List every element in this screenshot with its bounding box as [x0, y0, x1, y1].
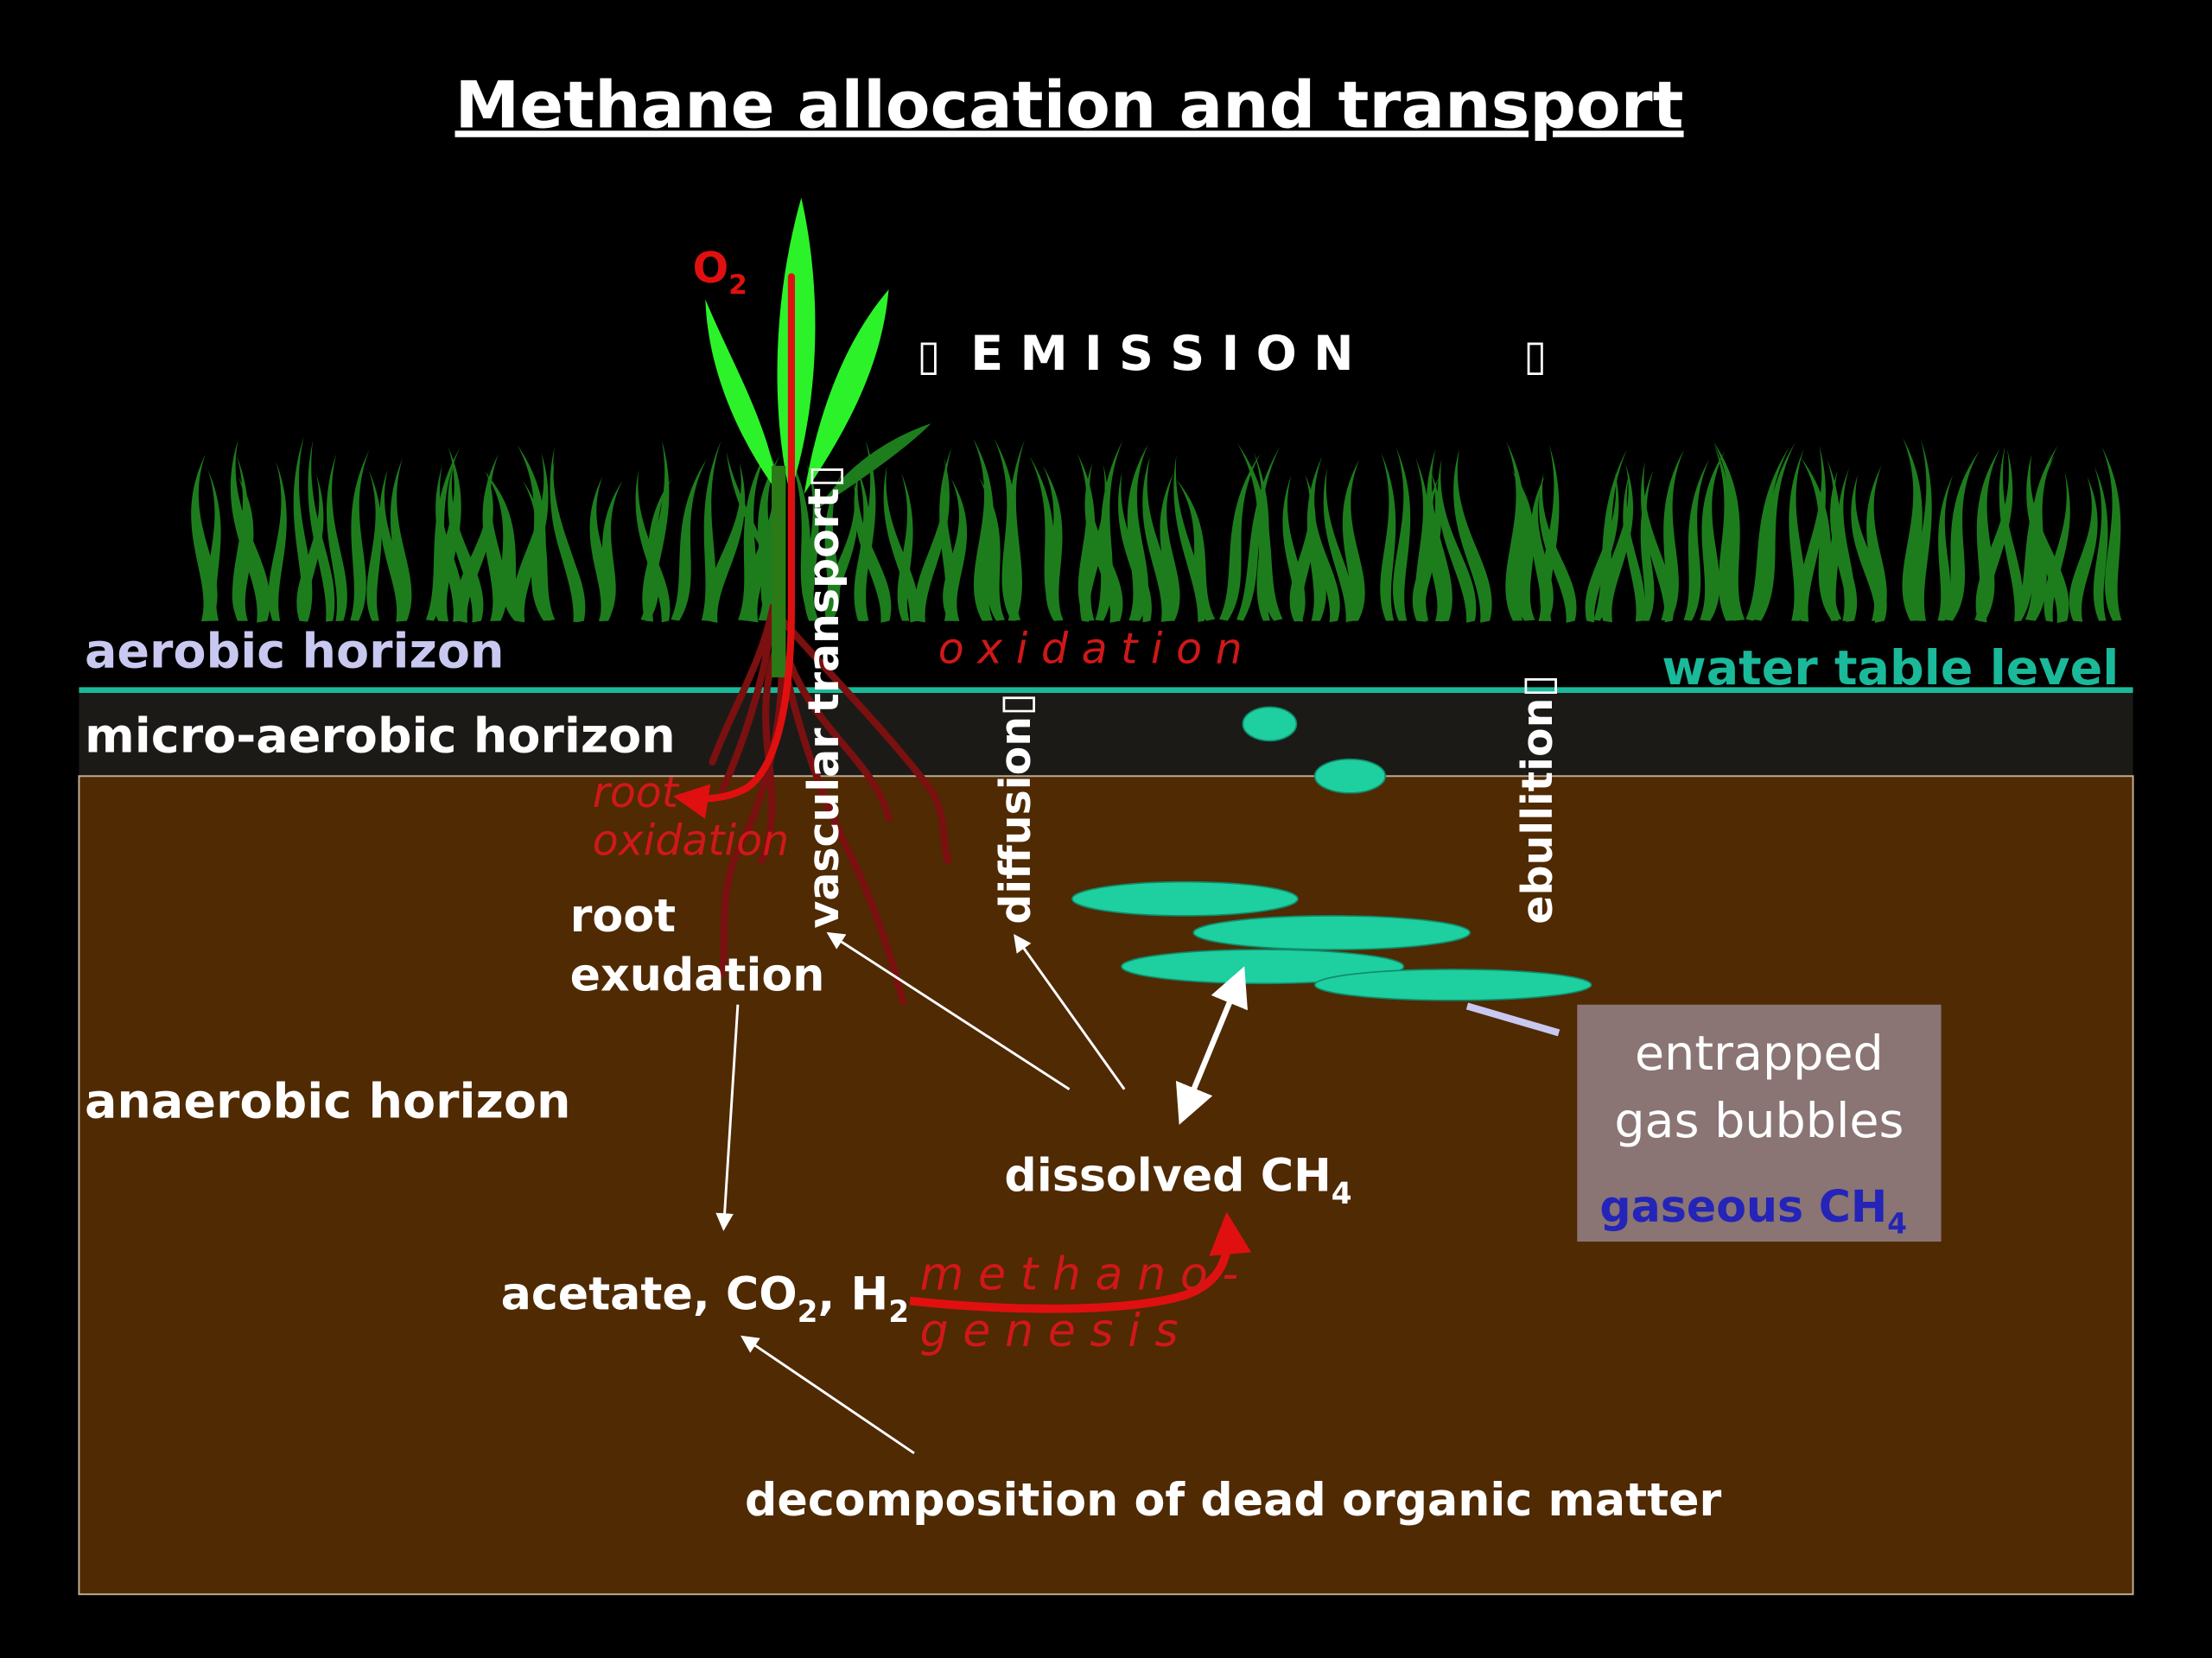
arrow-decomposition-to-acetate — [741, 1335, 915, 1455]
o2-transport-arrow — [672, 273, 795, 819]
dissolved-ch4-base: dissolved CH — [1004, 1150, 1331, 1202]
bubble-large-2 — [1192, 915, 1471, 950]
acetate-part-b: , H — [817, 1268, 888, 1320]
methanogenesis-label-1: m e t h a n o - — [919, 1249, 1238, 1301]
root-exudation-label-1: root — [570, 891, 677, 943]
root-exudation-label-2: exudation — [570, 950, 825, 1001]
gaseous-ch4-base: gaseous CH — [1599, 1181, 1887, 1232]
bubble-large-4 — [1313, 969, 1592, 1001]
o2-sub: 2 — [728, 270, 747, 301]
micro-aerobic-band — [79, 691, 2133, 777]
acetate-part-a: acetate, CO — [501, 1268, 798, 1320]
arrow-to-diffusion — [1014, 934, 1126, 1090]
emission-left-marker: ▯ — [917, 331, 940, 380]
emission-label: E M I S S I O N — [970, 326, 1353, 382]
water-table-label: water table level — [1662, 640, 2119, 696]
arrow-to-vascular — [826, 931, 1071, 1090]
methanogenesis-label-2: g e n e s i s — [919, 1305, 1178, 1357]
bubble-large-1 — [1071, 880, 1299, 917]
ebullition-label: ebullition▯ — [1513, 675, 1562, 924]
arrow-dissolved-bubbles — [1175, 966, 1248, 1125]
entrapped-label-1: entrapped — [1635, 1026, 1884, 1082]
aerobic-horizon-label: aerobic horizon — [85, 624, 505, 680]
gaseous-ch4-sub: 4 — [1887, 1207, 1907, 1240]
methanogenesis-arrow — [909, 1211, 1252, 1313]
roots — [709, 603, 952, 1006]
decomposition-label: decomposition of dead organic matter — [745, 1475, 1721, 1527]
bubble-small-2 — [1313, 758, 1387, 794]
entrapped-connector — [1465, 1002, 1560, 1037]
micro-aerobic-horizon-label: micro-aerobic horizon — [85, 708, 676, 765]
plant — [705, 197, 931, 677]
page-title: Methane allocation and transport — [455, 67, 1684, 143]
root-oxidation-label-2: oxidation — [593, 816, 789, 866]
root-oxidation-label-1: root — [593, 768, 680, 817]
dissolved-ch4-sub: 4 — [1332, 1177, 1352, 1211]
o2-label: O2 — [693, 244, 747, 301]
acetate-sub-1: 2 — [798, 1295, 818, 1330]
emission-right-marker: ▯ — [1523, 331, 1547, 380]
diffusion-label: diffusion▯ — [991, 693, 1040, 924]
oxidation-label: o x i d a t i o n — [938, 625, 1243, 674]
anaerobic-horizon-label: anaerobic horizon — [85, 1073, 571, 1129]
vascular-transport-label: vascular transport▯ — [799, 465, 849, 929]
o2-base: O — [693, 244, 729, 293]
entrapped-box — [1577, 1004, 1942, 1242]
bubble-small-1 — [1242, 706, 1298, 742]
gaseous-ch4-label: gaseous CH4 — [1599, 1181, 1907, 1240]
dissolved-ch4-label: dissolved CH4 — [1004, 1150, 1351, 1211]
arrow-exudation-to-acetate — [715, 1004, 740, 1231]
acetate-label: acetate, CO2, H2 — [501, 1268, 909, 1330]
white-arrows — [715, 931, 1126, 1455]
acetate-sub-2: 2 — [888, 1295, 909, 1330]
entrapped-label-2: gas bubbles — [1614, 1093, 1904, 1149]
